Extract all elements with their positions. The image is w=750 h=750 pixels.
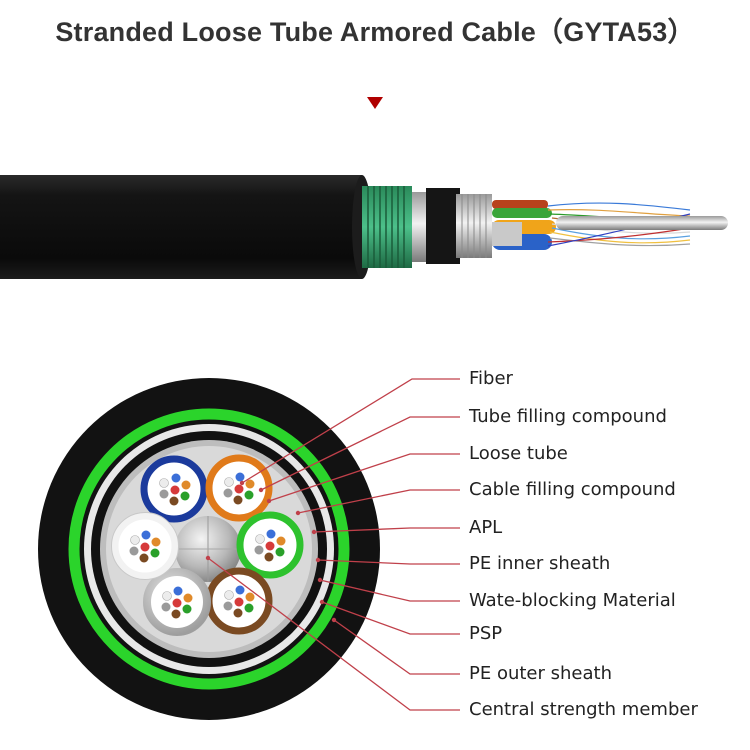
label-fiber: Fiber bbox=[469, 368, 513, 389]
leader-cable-filling bbox=[297, 489, 460, 514]
central-rod bbox=[556, 216, 728, 230]
leader-psp bbox=[321, 601, 460, 635]
cable-side-view bbox=[0, 175, 728, 279]
outer-jacket bbox=[0, 175, 362, 279]
leader-central-member bbox=[207, 557, 460, 711]
label-water-blocking-material: Wate-blocking Material bbox=[469, 590, 676, 611]
leader-fiber bbox=[241, 378, 460, 484]
label-tube-filling-compound: Tube filling compound bbox=[469, 406, 667, 427]
label-pe-inner-sheath: PE inner sheath bbox=[469, 553, 611, 574]
cable-cross-section bbox=[38, 378, 380, 720]
label-central-strength-member: Central strength member bbox=[469, 699, 698, 720]
leader-loose-tube bbox=[268, 453, 460, 502]
leader-dots bbox=[205, 480, 337, 623]
loose-tube-orange bbox=[205, 454, 273, 522]
armor-corrugation bbox=[367, 186, 405, 268]
label-pe-outer-sheath: PE outer sheath bbox=[469, 663, 612, 684]
label-loose-tube: Loose tube bbox=[469, 443, 568, 464]
aluminum-tape-ridges bbox=[461, 194, 487, 258]
tube-green bbox=[492, 208, 552, 218]
water-blocking-layer bbox=[412, 192, 428, 262]
down-arrow-icon bbox=[367, 97, 383, 109]
loose-tube-green bbox=[236, 511, 304, 579]
tube-red bbox=[492, 200, 548, 209]
tube-grey bbox=[492, 222, 522, 246]
loose-tube-white bbox=[111, 512, 179, 580]
inner-sheath bbox=[426, 188, 460, 264]
label-psp: PSP bbox=[469, 623, 503, 644]
psp-ring bbox=[68, 408, 350, 690]
loose-tube-grey bbox=[143, 568, 211, 636]
leader-pe-outer bbox=[333, 619, 460, 675]
leader-water-blocking bbox=[319, 579, 460, 602]
label-apl: APL bbox=[469, 517, 503, 538]
label-cable-filling-compound: Cable filling compound bbox=[469, 479, 676, 500]
leader-lines bbox=[207, 378, 460, 711]
loose-tube-brown bbox=[205, 567, 273, 635]
loose-tube-blue bbox=[140, 455, 208, 523]
leader-pe-inner bbox=[317, 559, 460, 565]
leader-tube-filling bbox=[260, 416, 460, 491]
diagram-title: Stranded Loose Tube Armored Cable（GYTA53… bbox=[55, 17, 695, 47]
leader-apl bbox=[313, 527, 460, 533]
